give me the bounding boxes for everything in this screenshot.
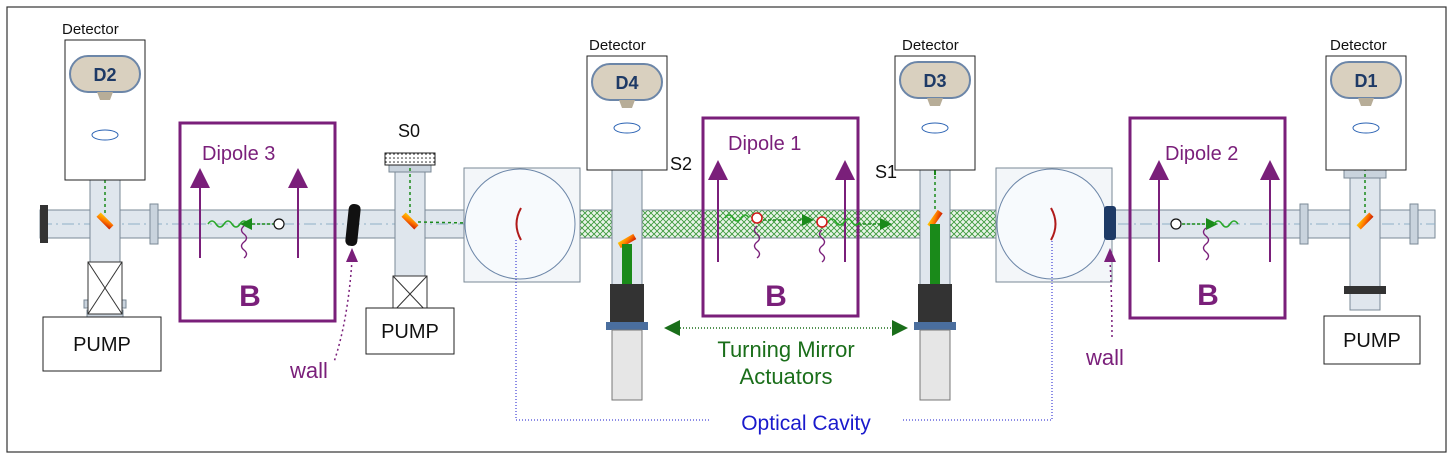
detector-heading: Detector xyxy=(589,37,646,54)
detector-d2: Detector D2 xyxy=(62,21,146,181)
particle-icon xyxy=(816,216,828,228)
shutter-label-s2: S2 xyxy=(670,154,692,174)
pump-right: PUMP xyxy=(1323,315,1421,365)
mirror-icon xyxy=(1356,212,1374,230)
cavity-mirror-icon xyxy=(515,207,522,241)
actuators-label-line2: Actuators xyxy=(740,364,833,389)
dipole-2: Dipole 2 B xyxy=(1128,116,1287,320)
actuator-motor xyxy=(611,329,643,401)
pump-middle: PUMP xyxy=(365,275,455,355)
shutter-s0 xyxy=(384,152,436,166)
wall-plate xyxy=(1104,206,1116,240)
cavity-mirror-icon xyxy=(1050,207,1057,241)
optical-cavity-label: Optical Cavity xyxy=(741,412,871,435)
detector-heading: Detector xyxy=(902,37,959,54)
cavity-chamber-right xyxy=(995,167,1113,283)
detector-id: D1 xyxy=(1354,71,1377,91)
particle-traces xyxy=(207,212,1239,263)
dipole-name: Dipole 2 xyxy=(1165,143,1238,165)
dipole-name: Dipole 3 xyxy=(202,143,275,165)
detector-heading: Detector xyxy=(62,21,119,38)
detector-d3: Detector D3 xyxy=(894,37,976,171)
detector-heading: Detector xyxy=(1330,37,1387,54)
mirror-icon xyxy=(401,212,419,230)
beam-pipe xyxy=(39,209,1436,239)
actuator-motor xyxy=(919,329,951,401)
actuator-rod xyxy=(622,244,632,304)
vacuum-cross-right xyxy=(1299,150,1419,311)
bellows xyxy=(610,284,644,324)
vacuum-cross-d4 xyxy=(604,110,650,401)
wall-label: wall xyxy=(289,358,328,383)
dipole-3: Dipole 3 B xyxy=(178,121,337,323)
optical-cavity-bracket: Optical Cavity xyxy=(515,240,1053,435)
cavity-chamber-left xyxy=(463,167,581,283)
detector-d4: Detector D4 xyxy=(586,37,668,171)
dipole-1: Dipole 1 B xyxy=(701,116,860,318)
wall-plate xyxy=(345,203,361,247)
pump-label: PUMP xyxy=(1343,330,1401,352)
shutter-label-s1: S1 xyxy=(875,162,897,182)
mirror-icon xyxy=(927,209,943,229)
bellows xyxy=(918,284,952,324)
particle-icon xyxy=(273,218,285,230)
actuators-label-line1: Turning Mirror xyxy=(717,337,854,362)
wall-label: wall xyxy=(1085,345,1124,370)
detector-id: D4 xyxy=(615,73,638,93)
dipole-field: B xyxy=(239,280,261,313)
dipole-field: B xyxy=(1197,279,1219,312)
pump-label: PUMP xyxy=(381,321,439,343)
shutter-label-s0: S0 xyxy=(398,121,420,141)
end-flange xyxy=(40,205,48,243)
detector-d1: Detector D1 xyxy=(1325,37,1407,171)
wall-left: wall xyxy=(289,248,358,383)
particle-icon xyxy=(1170,218,1182,230)
dipole-name: Dipole 1 xyxy=(728,133,801,155)
turning-mirror-actuators: Turning Mirror Actuators xyxy=(664,320,908,389)
pump-label: PUMP xyxy=(73,334,131,356)
dipole-field: B xyxy=(765,280,787,313)
vacuum-cross-s0 xyxy=(345,152,526,279)
mirror-icon xyxy=(96,212,114,230)
actuator-rod xyxy=(930,224,940,304)
wall-right: wall xyxy=(1085,248,1124,370)
pump-left: PUMP xyxy=(42,261,162,372)
detector-id: D3 xyxy=(923,71,946,91)
detector-id: D2 xyxy=(93,65,116,85)
particle-icon xyxy=(751,212,763,224)
